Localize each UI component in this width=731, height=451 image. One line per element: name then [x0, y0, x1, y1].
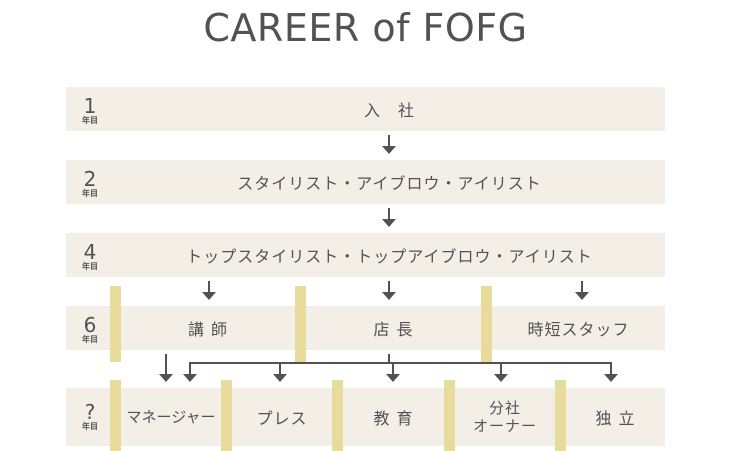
option-branch-owner-line1: 分社	[488, 399, 521, 417]
arrow-down-icon	[202, 292, 216, 300]
option-part-time-staff: 時短スタッフ	[527, 320, 630, 339]
arrow-down-icon	[382, 146, 396, 154]
stage-row-year-2: 2 年目 スタイリスト・アイブロウ・アイリスト	[66, 160, 665, 204]
option-manager: マネージャー	[126, 408, 216, 426]
accent-bar	[332, 380, 343, 451]
stage-label: トップスタイリスト・トップアイブロウ・アイリスト	[186, 247, 593, 266]
option-instructor: 講 師	[187, 320, 229, 339]
year-unit: 年目	[82, 116, 98, 125]
connector-line	[208, 281, 210, 293]
stage-row-year-6: 6 年目 講 師 店 長 時短スタッフ	[66, 306, 665, 350]
connector-line	[392, 362, 394, 374]
year-number: 6	[83, 313, 97, 337]
arrow-down-icon	[273, 374, 287, 382]
option-independence: 独 立	[595, 409, 636, 428]
connector-line	[388, 281, 390, 293]
year-unit: 年目	[82, 189, 98, 198]
year-number: 2	[83, 167, 97, 191]
stage-label: スタイリスト・アイブロウ・アイリスト	[237, 174, 542, 193]
option-branch-owner-line2: オーナー	[472, 417, 537, 435]
year-badge: 4 年目	[66, 242, 114, 271]
year-number: 1	[83, 94, 97, 118]
connector-line	[500, 362, 502, 374]
stage-label: 入 社	[363, 101, 415, 120]
arrow-down-icon	[382, 292, 396, 300]
connector-line	[388, 135, 390, 147]
arrow-down-icon	[575, 292, 589, 300]
stage-row-year-unknown: ? 年目 マネージャー プレス 教 育 分社 オーナー 独 立	[66, 388, 665, 446]
accent-bar	[555, 380, 566, 451]
connector-line	[388, 354, 390, 364]
arrow-down-icon	[183, 374, 197, 382]
year-badge: 2 年目	[66, 169, 114, 198]
accent-bar	[444, 380, 455, 451]
accent-bar	[221, 380, 232, 451]
year-number: 4	[83, 240, 97, 264]
arrow-down-icon	[159, 374, 173, 382]
year-unit: 年目	[82, 422, 98, 431]
connector-line	[610, 362, 612, 374]
arrow-down-icon	[604, 374, 618, 382]
accent-bar	[481, 286, 492, 362]
year-unit: 年目	[82, 262, 98, 271]
year-badge: 6 年目	[66, 315, 114, 344]
year-badge: ? 年目	[66, 402, 114, 431]
stage-row-year-1: 1 年目 入 社	[66, 87, 665, 131]
arrow-down-icon	[382, 219, 396, 227]
option-education: 教 育	[373, 409, 414, 428]
year-number: ?	[84, 400, 96, 424]
accent-bar	[110, 380, 121, 451]
accent-bar	[110, 286, 121, 362]
connector-line	[279, 362, 281, 374]
arrow-down-icon	[494, 374, 508, 382]
branch-line	[189, 362, 612, 364]
connector-line	[189, 362, 191, 374]
arrow-down-icon	[386, 374, 400, 382]
option-store-manager: 店 長	[373, 320, 414, 339]
connector-line	[388, 208, 390, 220]
year-unit: 年目	[82, 335, 98, 344]
accent-bar	[295, 286, 306, 362]
connector-line	[165, 354, 167, 374]
stage-row-year-4: 4 年目 トップスタイリスト・トップアイブロウ・アイリスト	[66, 233, 665, 277]
year-badge: 1 年目	[66, 96, 114, 125]
option-press: プレス	[256, 409, 308, 428]
connector-line	[581, 281, 583, 293]
option-branch-owner: 分社 オーナー	[455, 388, 555, 446]
page-title: CAREER of FOFG	[203, 6, 528, 50]
